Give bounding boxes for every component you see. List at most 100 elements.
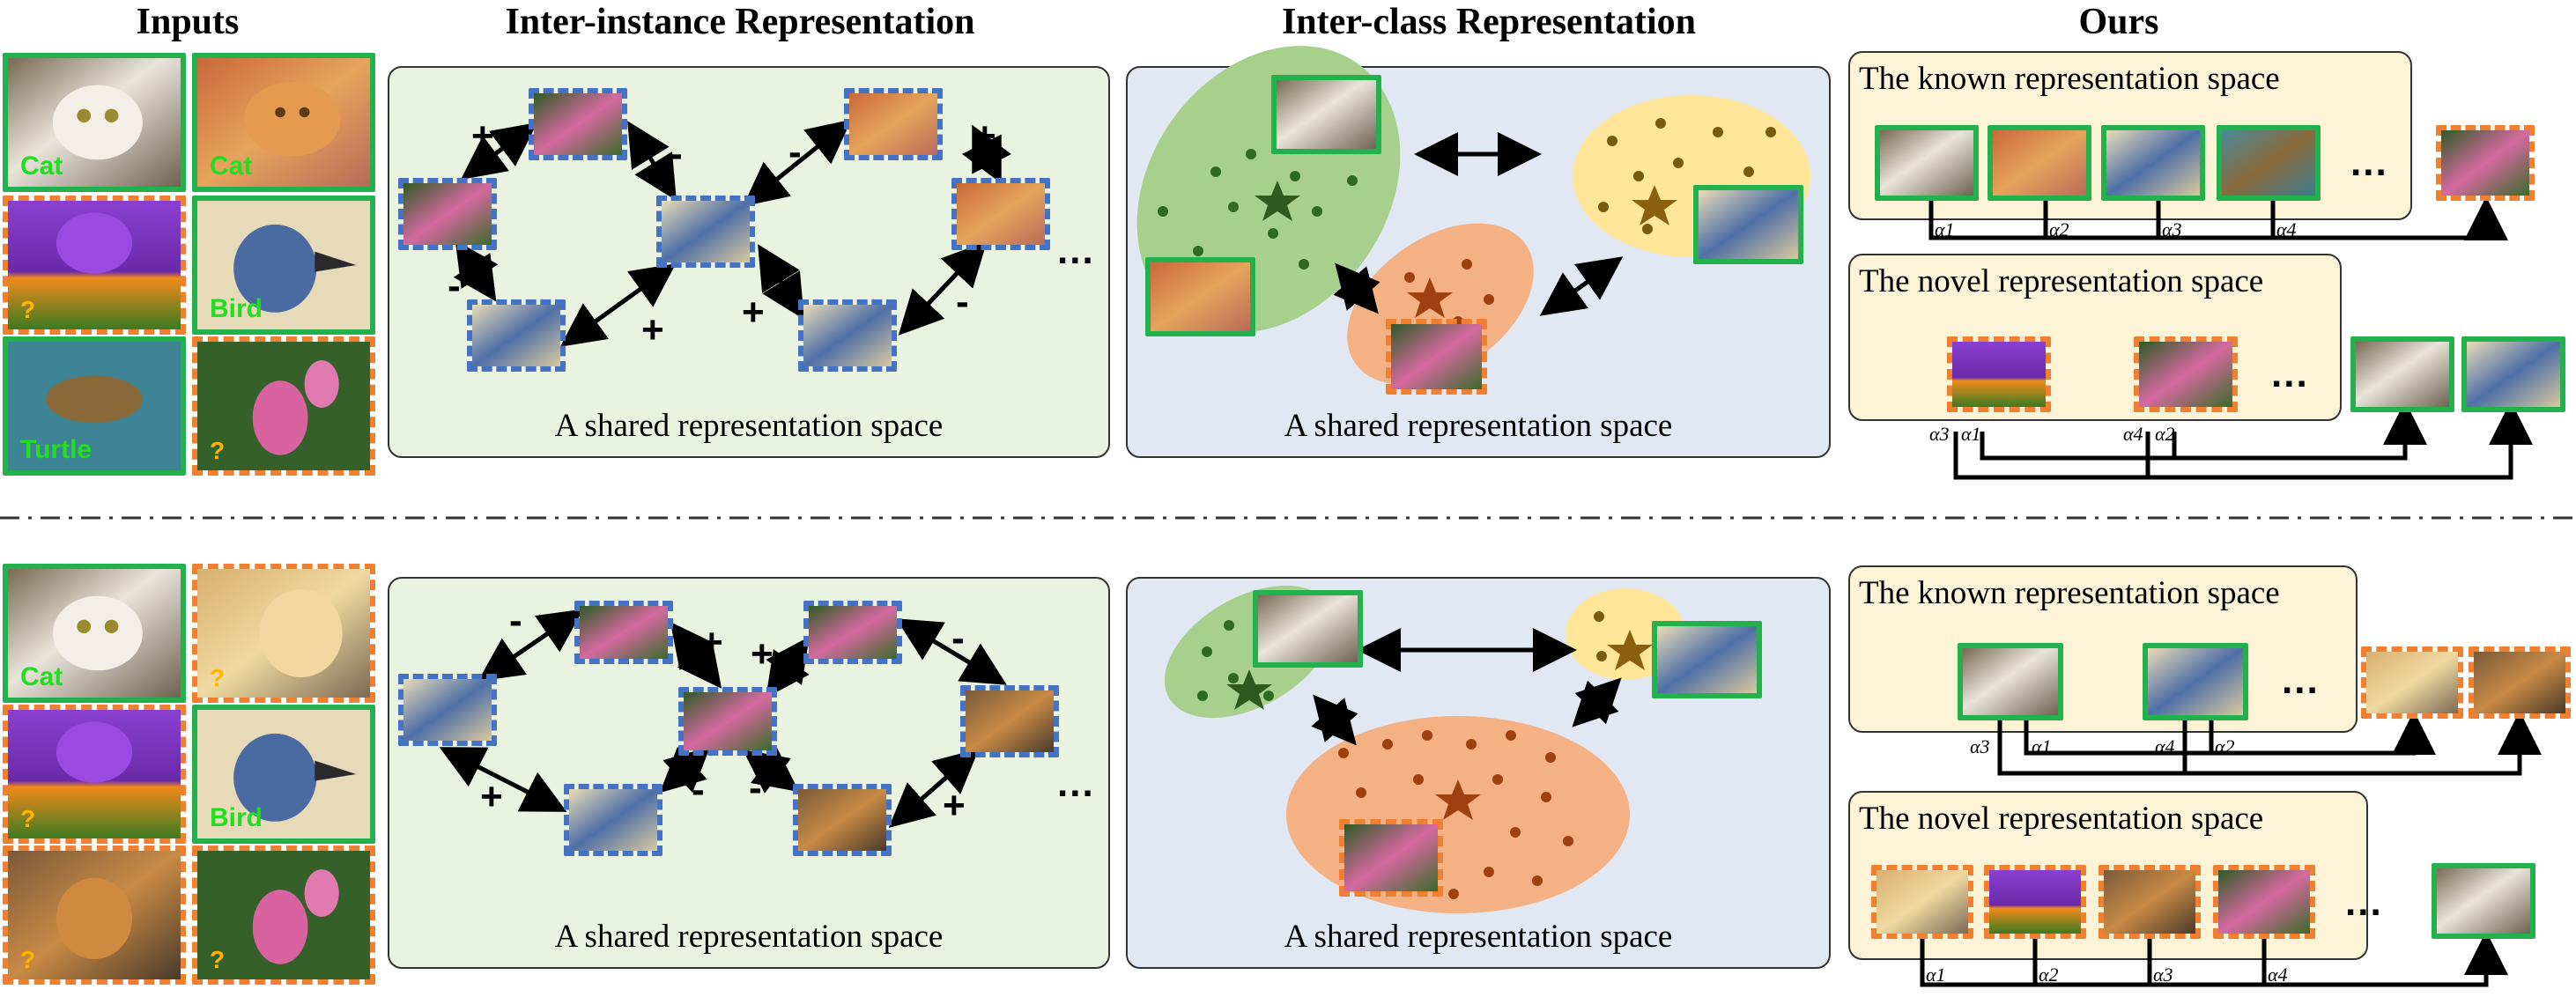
known-space-title-bottom: The known representation space	[1859, 575, 2280, 611]
heading-inter-class: Inter-class Representation	[1281, 2, 1697, 42]
sign-minus-2: -	[448, 264, 461, 307]
instance-bird-3	[798, 299, 897, 372]
input-dog-image-b: ?	[192, 564, 375, 703]
input-label-turtle: Turtle	[20, 435, 93, 464]
instance-bird-2	[467, 299, 566, 372]
known-b-cat-image	[1958, 643, 2063, 720]
instance-b-bird-1	[398, 674, 497, 746]
instance-pink-flower-1	[529, 88, 627, 160]
novel-result-cat-image	[2350, 336, 2454, 412]
input-crocus-image-b: ?	[3, 705, 186, 844]
input-pink-flower-image: ?	[192, 336, 375, 476]
class-cat-image	[1271, 75, 1381, 154]
instance-b-pink-flower-2	[678, 687, 777, 756]
novel-b-crocus-image	[1984, 865, 2086, 939]
input-bird-image-b: Bird	[192, 705, 375, 844]
alpha-1-b-known: α1	[2032, 735, 2052, 757]
instance-pink-flower-2	[398, 178, 497, 250]
class-b-cat-image	[1253, 590, 1363, 668]
novel-space-panel-top	[1848, 254, 2342, 421]
input-crocus-image: ?	[3, 196, 186, 335]
novel-ellipsis-top: ...	[2271, 352, 2309, 395]
alpha-4-top: α4	[2276, 218, 2297, 240]
sign-b-plus-2: +	[480, 775, 503, 818]
class-bird-image	[1693, 185, 1803, 264]
input-tiger-image-b: ?	[3, 846, 186, 985]
class-b-bird-image	[1652, 621, 1762, 698]
class-orange-cat-image	[1145, 257, 1255, 336]
input-pink-flower-image-b: ?	[192, 846, 375, 985]
input-label-unknown-b2: ?	[20, 805, 36, 832]
heading-inputs: Inputs	[136, 2, 240, 42]
novel-crocus-image	[1947, 336, 2051, 412]
known-space-title-top: The known representation space	[1859, 61, 2280, 97]
input-label-cat: Cat	[20, 151, 63, 181]
sign-b-minus-1: -	[509, 599, 522, 642]
input-turtle-image: Turtle	[3, 336, 186, 476]
instance-ellipsis-bottom: ...	[1057, 762, 1095, 805]
input-label-bird-b: Bird	[210, 803, 263, 832]
caption-shared-space-2: A shared representation space	[1284, 408, 1673, 444]
instance-b-tiger-2	[793, 784, 892, 856]
sign-plus-1: +	[471, 114, 494, 158]
alpha-4-novel-top: α4	[2123, 423, 2143, 445]
alpha-2-b-known: α2	[2215, 735, 2235, 757]
novel-pink-flower-image	[2134, 336, 2238, 412]
instance-orange-cat-2	[951, 178, 1050, 250]
input-label-bird: Bird	[210, 294, 263, 323]
heading-inter-instance: Inter-instance Representation	[505, 2, 975, 42]
instance-orange-cat-1	[844, 88, 943, 160]
instance-b-bird-2	[564, 784, 663, 856]
alpha-4-b-novel: α4	[2268, 964, 2288, 986]
novel-result-bird-image	[2461, 336, 2565, 412]
sign-b-minus-3: -	[749, 766, 762, 809]
known-orange-cat-image	[1988, 125, 2091, 201]
caption-shared-space-3: A shared representation space	[554, 919, 944, 955]
known-turtle-image	[2217, 125, 2321, 201]
input-label-unknown-b1: ?	[210, 664, 226, 691]
known-cat-image	[1875, 125, 1979, 201]
input-cat-image-b: Cat	[3, 564, 186, 703]
known-space-panel-bottom	[1848, 565, 2358, 733]
caption-shared-space-1: A shared representation space	[554, 408, 944, 444]
alpha-4-b-known: α4	[2155, 735, 2175, 757]
known-ellipsis-bottom: ...	[2282, 659, 2320, 702]
known-result-flower-image	[2436, 125, 2535, 201]
known-b-result-tiger-image	[2469, 646, 2571, 719]
sign-b-minus-2: -	[692, 768, 705, 811]
novel-b-dog-image	[1871, 865, 1973, 939]
sign-plus-4: +	[742, 291, 765, 334]
alpha-2-novel-top: α2	[2155, 423, 2175, 445]
sign-b-plus-1: +	[700, 621, 723, 664]
instance-ellipsis-top: ...	[1057, 229, 1095, 272]
alpha-1-b-novel: α1	[1926, 964, 1946, 986]
instance-b-tiger-1	[960, 685, 1059, 757]
alpha-2-b-novel: α2	[2039, 964, 2059, 986]
alpha-3-novel-top: α3	[1929, 423, 1950, 445]
known-b-result-dog-image	[2361, 646, 2463, 719]
class-b-pink-flower-image	[1339, 819, 1443, 897]
instance-b-pink-flower-3	[803, 601, 902, 664]
sign-b-plus-3: +	[751, 632, 774, 676]
sign-plus-3: +	[973, 114, 996, 158]
sign-b-plus-4: +	[943, 784, 966, 827]
sign-plus-2: +	[641, 308, 664, 351]
novel-space-title-bottom: The novel representation space	[1859, 801, 2264, 837]
input-label-unknown-1: ?	[20, 296, 36, 323]
alpha-1-top: α1	[1935, 218, 1955, 240]
alpha-2-top: α2	[2049, 218, 2069, 240]
known-b-bird-image	[2143, 643, 2248, 720]
alpha-3-b-known: α3	[1970, 735, 1990, 757]
caption-shared-space-4: A shared representation space	[1284, 919, 1673, 955]
sign-minus-1: -	[670, 132, 683, 175]
sign-minus-4: -	[956, 280, 969, 323]
instance-b-pink-flower-1	[574, 601, 673, 664]
input-label-cat-b: Cat	[20, 662, 63, 691]
heading-ours: Ours	[2078, 2, 2159, 42]
input-cat-image: Cat	[3, 53, 186, 192]
input-orange-cat-image: Cat	[192, 53, 375, 192]
known-ellipsis-top: ...	[2350, 141, 2388, 184]
novel-b-result-cat-image	[2432, 863, 2535, 939]
alpha-1-novel-top: α1	[1961, 423, 1981, 445]
